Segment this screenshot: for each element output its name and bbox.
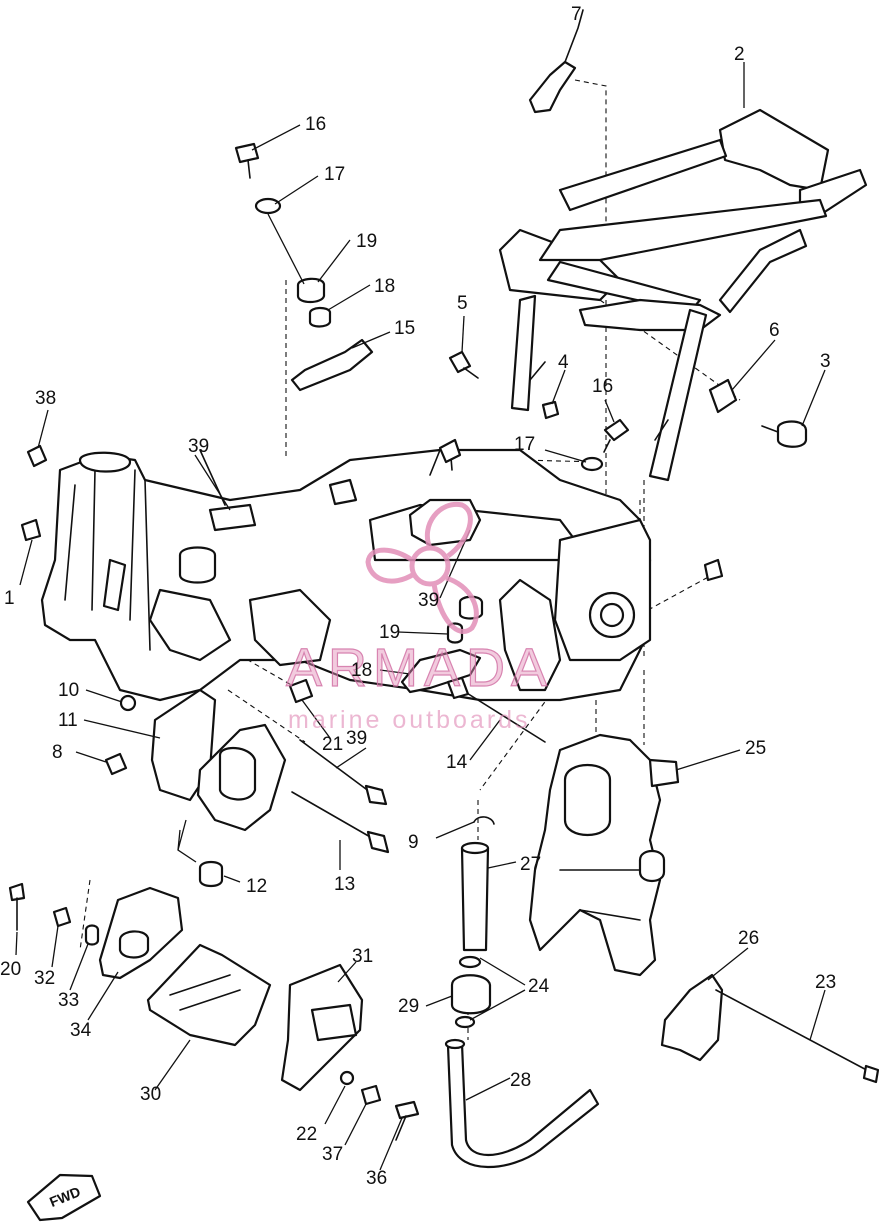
callout: 17 [324,164,345,185]
callout: 14 [446,752,468,773]
lower-mount [528,733,680,977]
watermark-brand: ARMADA [286,638,553,698]
callout-labels: 7 2 16 17 19 18 15 5 4 6 3 16 17 38 39 1… [0,4,836,1189]
callout: 38 [35,388,56,409]
callout: 27 [520,854,541,875]
callout: 36 [366,1168,387,1189]
callout: 32 [34,968,55,989]
callout: 26 [738,928,759,949]
propeller-logo-icon [365,501,479,634]
callout: 4 [558,352,569,373]
callout: 5 [457,293,468,314]
upper-frame [498,108,868,482]
callout: 15 [394,318,415,339]
callout: 22 [296,1124,317,1145]
callout: 10 [58,680,79,701]
lower-left-brackets [104,688,287,888]
callout: 13 [334,874,355,895]
callout: 9 [408,832,419,853]
callout: 6 [769,320,780,341]
callout: 21 [322,734,343,755]
callout: 39 [418,590,439,611]
watermark-tagline: marine outboards [288,706,531,734]
callout: 11 [58,710,78,731]
right-bracket-and-rod [660,973,879,1084]
leader-lines [15,62,826,1171]
callout: 28 [510,1070,531,1091]
callout: 39 [346,728,367,749]
fwd-arrow: FWD [26,1173,102,1222]
callout: 2 [734,44,745,65]
callout: 12 [246,876,267,897]
callout: 1 [4,588,15,609]
center-column-parts [444,816,600,1169]
callout: 30 [140,1084,161,1105]
callout: 18 [374,276,395,297]
callout: 19 [379,622,400,643]
callout: 37 [322,1144,343,1165]
callout: 19 [356,231,377,252]
callout: 34 [70,1020,92,1041]
callout: 33 [58,990,79,1011]
armada-watermark: ARMADA marine outboards [285,501,553,734]
callout: 18 [351,660,372,681]
callout: 16 [592,376,613,397]
callout: 8 [52,742,63,763]
lower-covers [8,882,420,1141]
callout: 7 [571,4,582,25]
callout: 20 [0,959,21,980]
callout: 24 [528,976,550,997]
callout: 16 [305,114,326,135]
callout: 23 [815,972,836,993]
upper-small-parts [20,9,808,704]
callout: 39 [188,436,209,457]
long-bolts [291,676,546,854]
callout: 31 [352,946,373,967]
callout: 3 [820,351,831,372]
main-frame [40,438,652,702]
callout: 17 [514,434,535,455]
callout: 29 [398,996,419,1017]
callout: 25 [745,738,766,759]
